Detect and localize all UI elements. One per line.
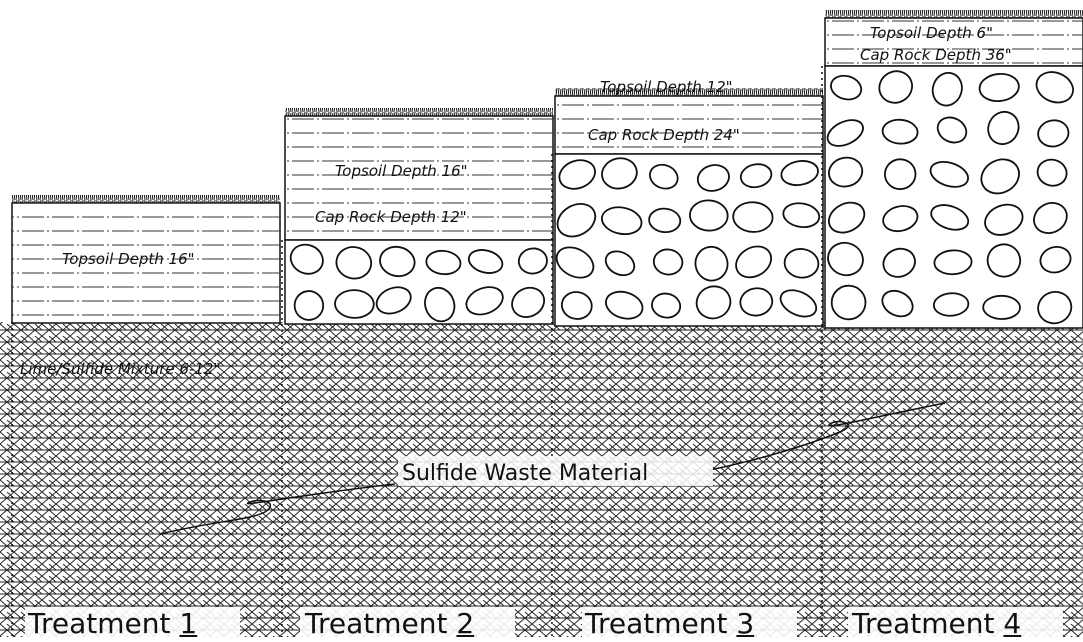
rock-shape	[983, 295, 1020, 319]
rock-shape	[335, 289, 375, 318]
treatment-3-title: Treatment 3	[584, 607, 754, 637]
grass-strip	[12, 195, 280, 203]
topsoil-label: Topsoil Depth 16"	[62, 250, 195, 268]
topsoil-label: Topsoil Depth 12"	[600, 78, 733, 96]
caprock-layer	[285, 240, 553, 324]
caprock-label: Cap Rock Depth 12"	[315, 208, 467, 226]
treatment-4-title: Treatment 4	[851, 607, 1021, 637]
topsoil-label: Topsoil Depth 16"	[335, 162, 468, 180]
caprock-label: Cap Rock Depth 36"	[860, 46, 1012, 64]
lime-mixture-label: Lime/Sulfide Mixture 6-12"	[20, 360, 220, 378]
rock-shape	[884, 159, 916, 190]
rock-shape	[689, 199, 728, 231]
topsoil-label: Topsoil Depth 6"	[870, 24, 993, 42]
caprock-label: Cap Rock Depth 24"	[588, 126, 740, 144]
treatment-2-title: Treatment 2	[304, 607, 474, 637]
grass-strip	[825, 10, 1083, 18]
caprock-layer	[825, 66, 1083, 328]
treatment-1-title: Treatment 1	[27, 607, 197, 637]
grass-strip	[285, 108, 553, 116]
sulfide-waste-label: Sulfide Waste Material	[402, 461, 648, 486]
